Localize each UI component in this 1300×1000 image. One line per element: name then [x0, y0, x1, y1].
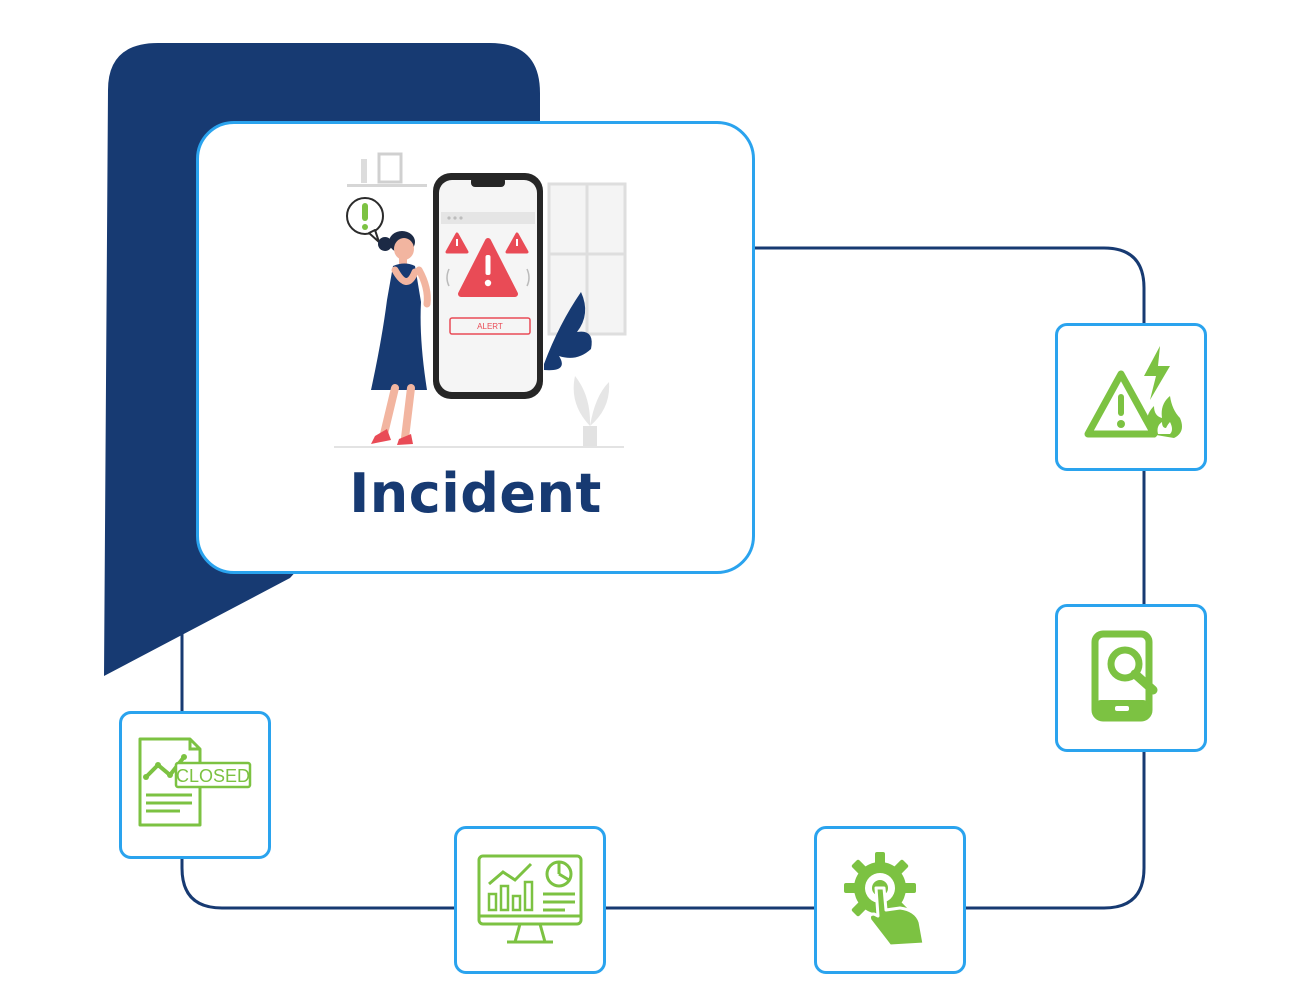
hazard-warning-icon [1084, 346, 1182, 438]
woman-figure [371, 231, 431, 445]
diagram-title: Incident [349, 462, 602, 525]
analytics-dashboard-icon [477, 854, 583, 944]
plant-leaves [573, 376, 610, 426]
closed-stamp-label: CLOSED [176, 766, 250, 786]
decorative-leaf [544, 292, 592, 371]
mobile-search-icon [1091, 630, 1158, 722]
closed-report-icon: CLOSED [138, 737, 252, 827]
step-analytics-dashboard[interactable] [454, 826, 606, 974]
step-closed-report[interactable]: CLOSED [119, 711, 271, 859]
picture-frame [377, 152, 403, 184]
phone-alert-button-label: ALERT [477, 322, 503, 331]
incident-card: ALERT Incident [196, 121, 755, 574]
incident-illustration: ALERT [334, 152, 627, 448]
gear-touch-icon [844, 852, 926, 948]
shelf [347, 184, 427, 187]
phone-alert-button [449, 317, 531, 335]
exclamation-icon [362, 203, 368, 221]
plant-pot [583, 426, 597, 446]
shelf-vase [361, 159, 367, 183]
phone-notch [471, 177, 505, 187]
loop-connector-line [180, 246, 1146, 910]
step-gear-touch[interactable] [814, 826, 966, 974]
step-mobile-search[interactable] [1055, 604, 1207, 752]
step-hazard-warning[interactable] [1055, 323, 1207, 471]
